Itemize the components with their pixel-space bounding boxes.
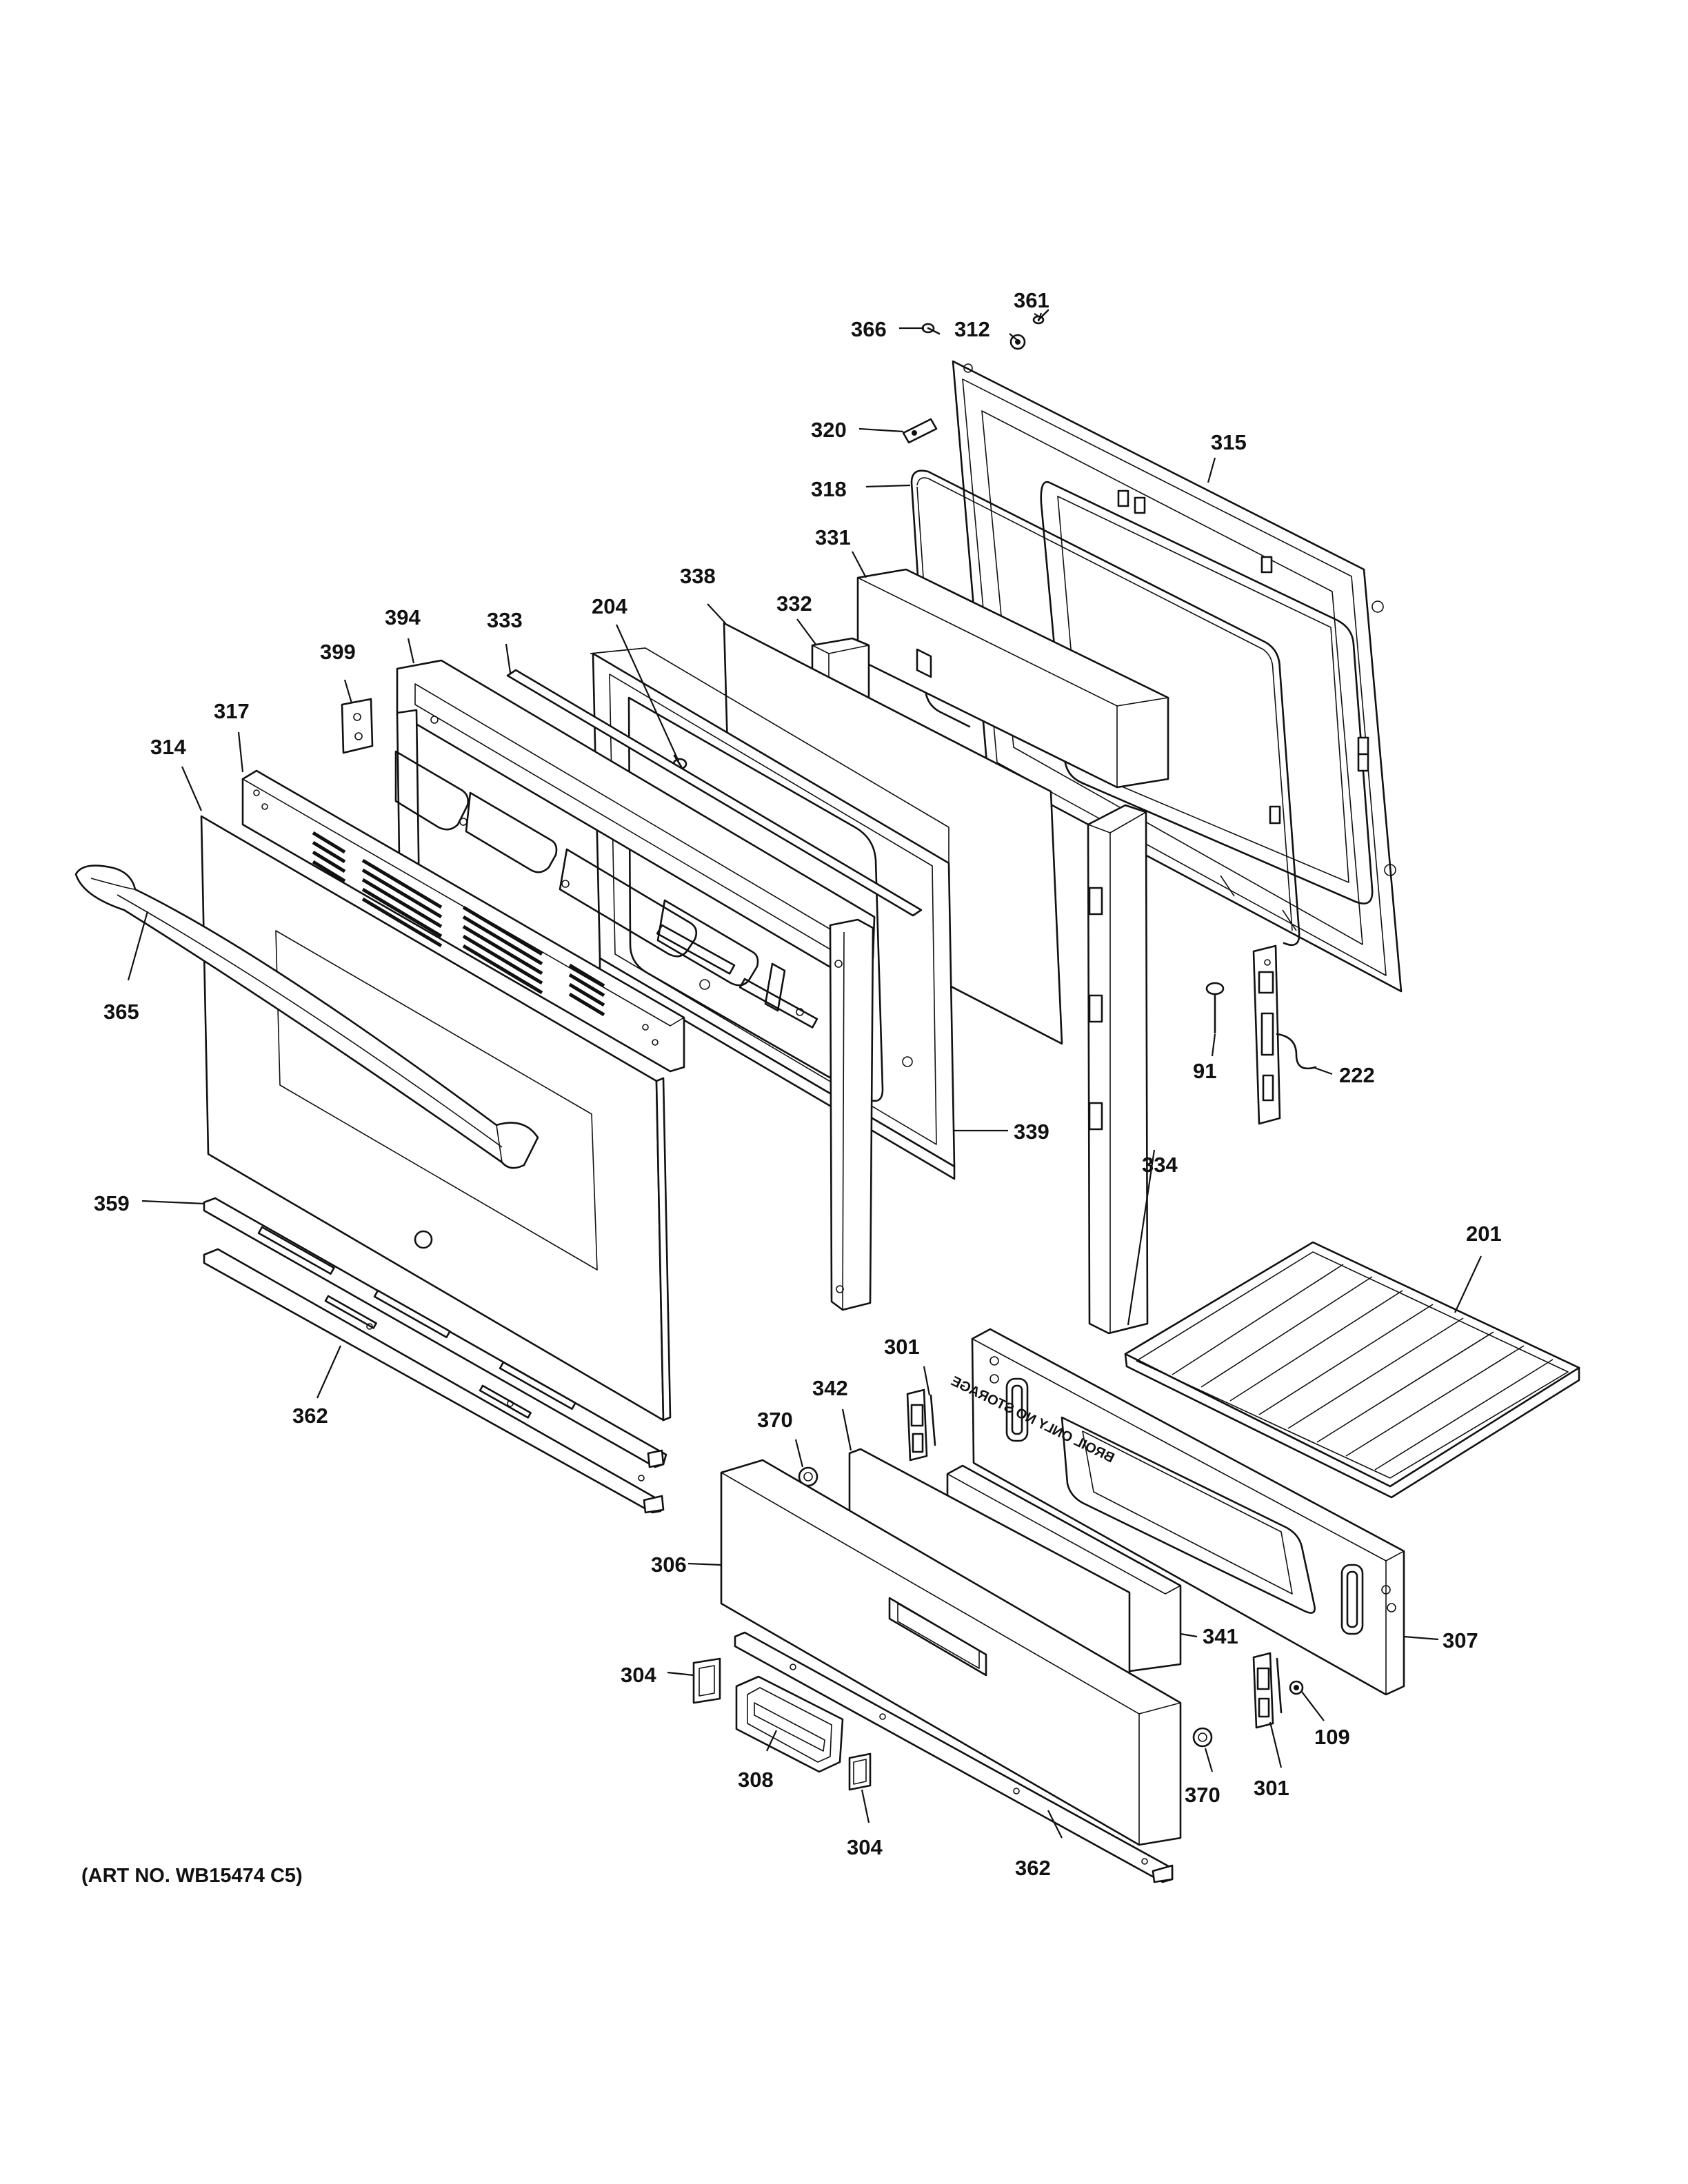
label-331: 331 [815, 525, 851, 549]
label-304b: 304 [847, 1835, 883, 1859]
label-91: 91 [1193, 1059, 1216, 1083]
drawer-front-panel [720, 1459, 1182, 1846]
label-317: 317 [214, 699, 250, 723]
door-handle [74, 865, 539, 1169]
hinge-screw [1205, 982, 1225, 1034]
door-strip [506, 669, 923, 917]
insulation-right [1087, 804, 1149, 1335]
door-vent-panel [241, 769, 685, 1073]
label-361: 361 [1014, 288, 1049, 312]
label-314: 314 [150, 735, 186, 759]
inner-door-panel [952, 360, 1403, 993]
door-lower-trim [203, 1248, 665, 1514]
label-304a: 304 [621, 1663, 656, 1687]
clip-304-left [692, 1657, 721, 1704]
label-109: 109 [1314, 1725, 1350, 1749]
door-bottom-trim [203, 1197, 667, 1468]
nut-109 [1289, 1680, 1304, 1695]
label-366: 366 [851, 317, 887, 341]
vent-slots [312, 831, 605, 1017]
broiler-rack [1124, 1241, 1580, 1499]
small-screw-366 [921, 323, 941, 335]
slide-bracket-lower [1252, 1652, 1283, 1729]
label-359: 359 [94, 1191, 130, 1215]
label-399: 399 [320, 640, 356, 664]
leader-lines [127, 312, 1482, 1839]
slide-bracket-upper [906, 1388, 936, 1462]
broiler-drawer-liner: BROIL ONLY NO STORAGE [949, 1328, 1405, 1696]
label-362a: 362 [292, 1404, 328, 1428]
label-342: 342 [812, 1376, 848, 1400]
insulation-top [856, 568, 1169, 789]
clip-320 [902, 418, 938, 444]
label-370b: 370 [1185, 1783, 1220, 1807]
label-365: 365 [103, 1000, 139, 1024]
label-318: 318 [811, 477, 847, 501]
drawer-handle-pocket [735, 1675, 844, 1773]
clip-304-right [848, 1752, 872, 1791]
door-hinge [1252, 944, 1317, 1125]
art-number-caption: (ART NO. WB15474 C5) [81, 1865, 303, 1887]
label-320: 320 [811, 418, 847, 442]
label-301a: 301 [884, 1335, 920, 1359]
bumper-upper [798, 1466, 818, 1487]
label-306: 306 [651, 1553, 687, 1577]
label-341: 341 [1203, 1624, 1238, 1648]
label-334: 334 [1142, 1153, 1178, 1177]
label-301b: 301 [1254, 1776, 1289, 1800]
door-bracket [341, 698, 374, 754]
drawer-lower-trim [734, 1631, 1174, 1883]
door-inner-panel [394, 659, 876, 1311]
label-370a: 370 [757, 1408, 793, 1432]
label-339: 339 [1014, 1120, 1049, 1144]
label-338: 338 [680, 564, 716, 588]
label-394: 394 [385, 605, 421, 629]
label-312: 312 [954, 317, 990, 341]
label-332: 332 [776, 592, 812, 616]
label-315: 315 [1211, 430, 1247, 454]
part-labels: 361 312 366 320 315 318 331 338 332 204 … [81, 288, 1502, 1887]
label-222: 222 [1339, 1063, 1375, 1087]
label-308: 308 [738, 1768, 774, 1792]
label-307: 307 [1443, 1628, 1478, 1652]
label-204: 204 [592, 594, 627, 618]
bumper-lower [1192, 1727, 1213, 1748]
label-333: 333 [487, 608, 523, 632]
outer-door-glass [200, 815, 672, 1422]
label-201: 201 [1466, 1222, 1502, 1246]
label-362b: 362 [1015, 1856, 1051, 1880]
